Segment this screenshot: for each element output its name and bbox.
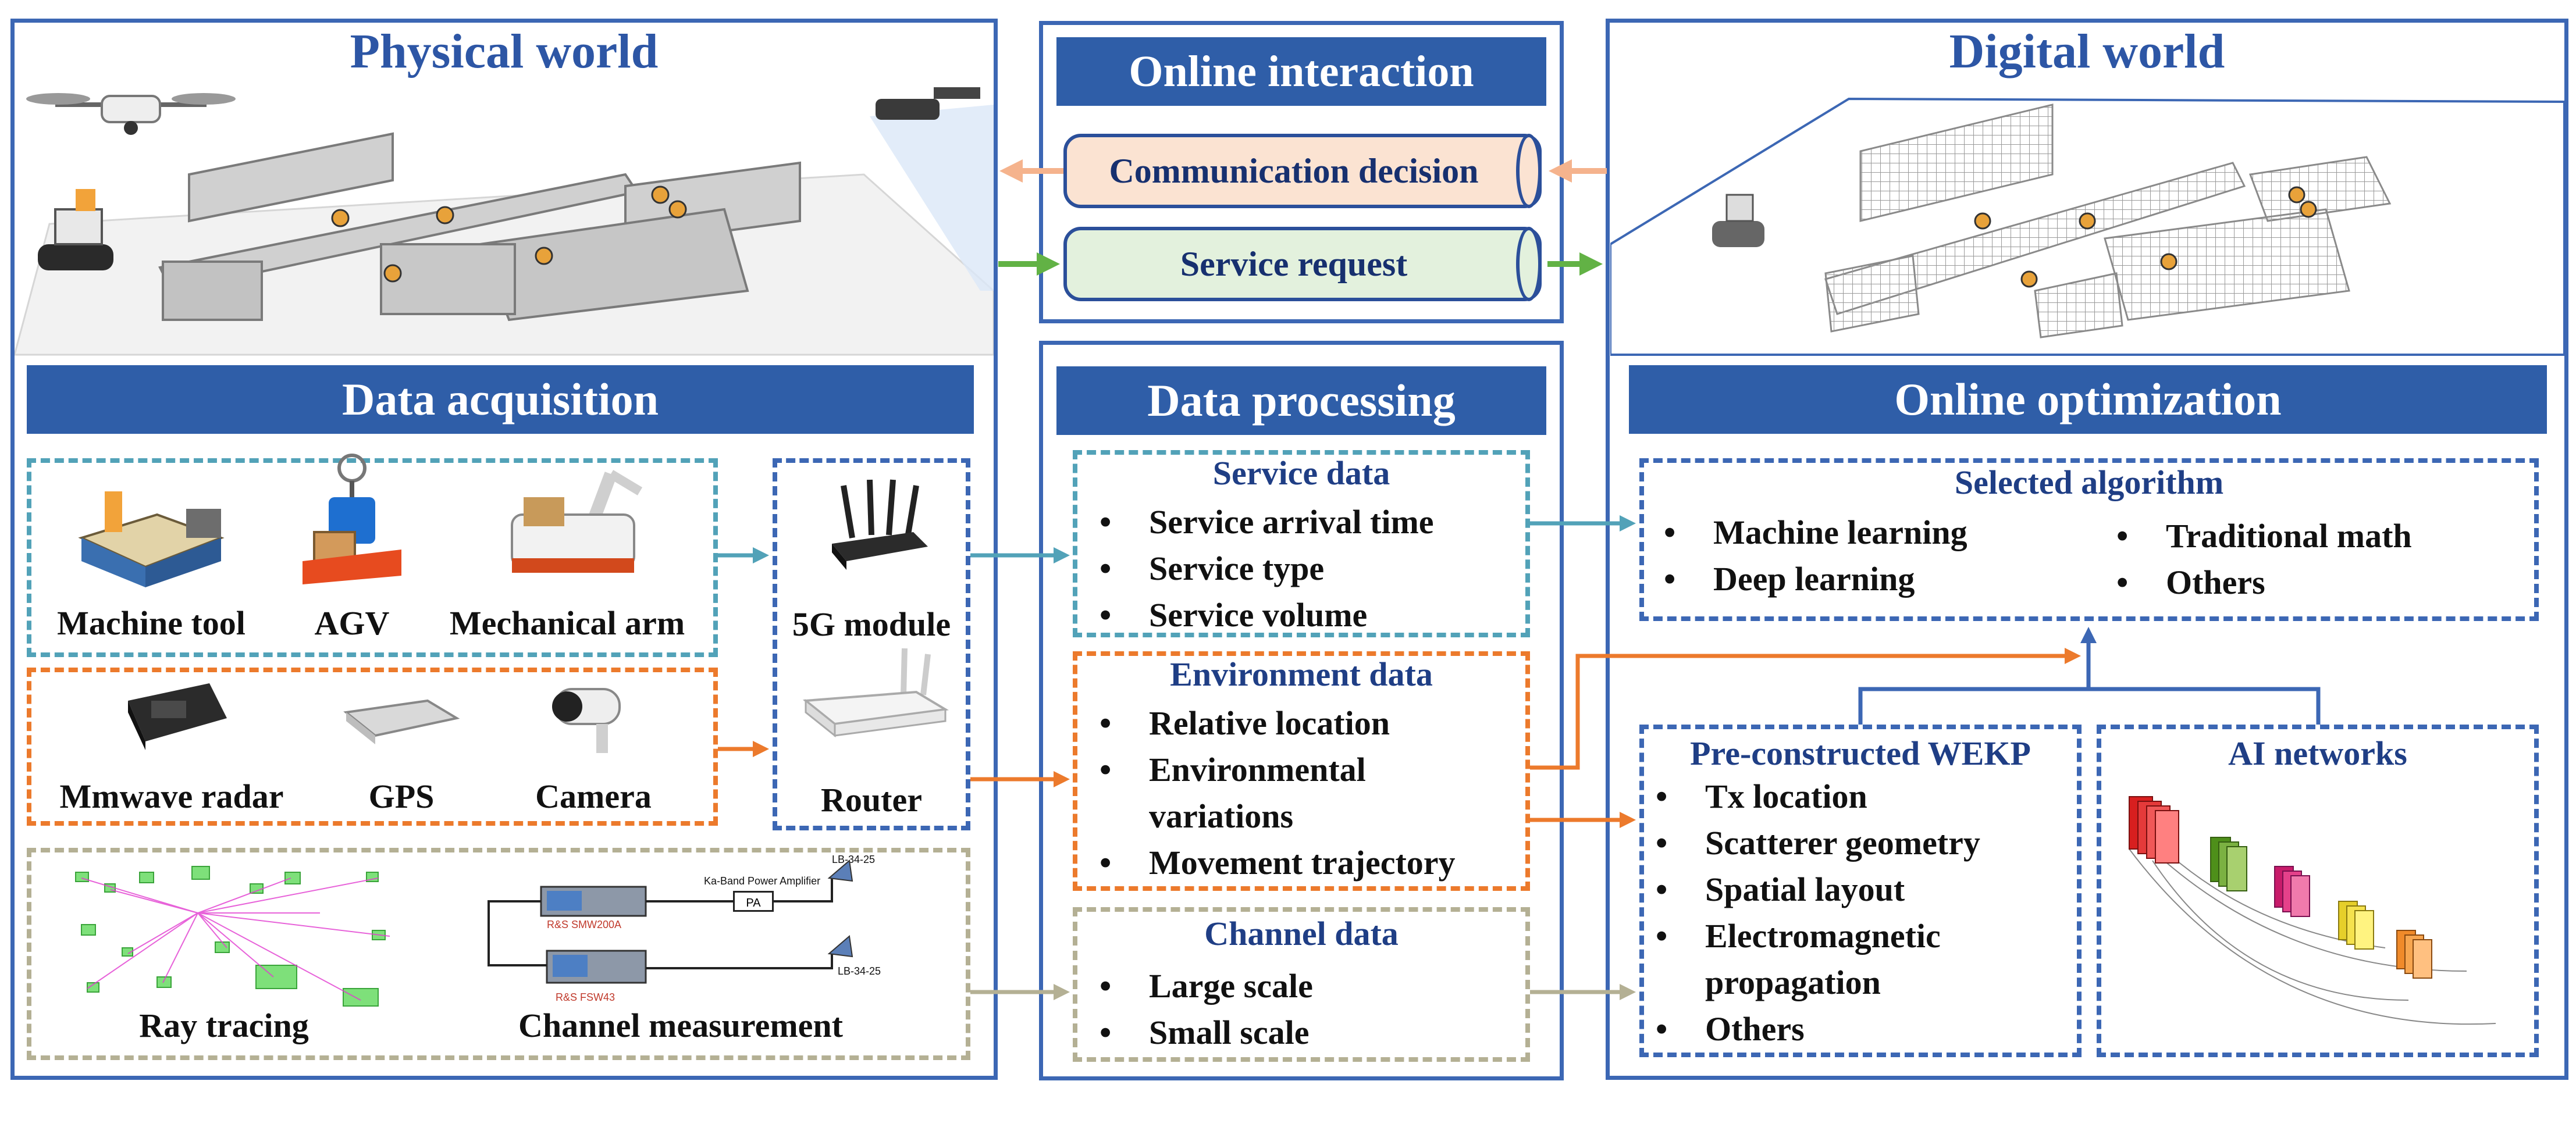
- network-devices-box: [773, 458, 970, 830]
- physical-world-title: Physical world: [350, 24, 659, 79]
- wekp-item: Scatterer geometry: [1644, 820, 2075, 866]
- communication-decision-pipe: Communication decision: [1063, 134, 1542, 208]
- rx-antenna-label: LB-34-25: [838, 965, 881, 977]
- algorithm-item: Machine learning: [1652, 509, 1967, 556]
- channel-data-title: Channel data: [1204, 915, 1399, 953]
- sensor-devices-box: [27, 668, 718, 826]
- service-data-item: Service type: [1088, 545, 1434, 592]
- ray-tracing-plot-icon: [75, 866, 390, 1007]
- service-data-title: Service data: [1212, 454, 1390, 492]
- wekp-item: Spatial layout: [1644, 866, 2075, 913]
- drone-icon: [26, 93, 236, 135]
- security-camera-icon: [552, 688, 621, 753]
- channel-data-box: [1073, 907, 1530, 1062]
- service-data-item: Service arrival time: [1088, 499, 1434, 545]
- wekp-title: Pre-constructed WEKP: [1690, 734, 2031, 772]
- channel-data-list: Large scale Small scale: [1088, 963, 1313, 1056]
- device-label-camera: Camera: [535, 777, 652, 815]
- industrial-devices-box: [27, 458, 718, 657]
- pipe-cap: [1516, 134, 1542, 208]
- environment-data-title: Environment data: [1170, 655, 1433, 693]
- environment-data-list: Relative location Environmental variatio…: [1088, 700, 1507, 886]
- communication-decision-label: Communication decision: [1109, 152, 1479, 190]
- machine-tool-icon: [78, 491, 225, 587]
- algorithm-list-right: Traditional math Others: [2105, 513, 2412, 606]
- signal-generator-label: R&S SMW200A: [547, 919, 622, 930]
- pa-block: PA: [733, 891, 774, 912]
- radar-icon: [128, 683, 227, 750]
- tx-antenna-label: LB-34-25: [832, 854, 876, 865]
- device-label-gps: GPS: [368, 777, 435, 815]
- wekp-item: Electromagnetic propagation: [1644, 913, 2031, 1006]
- router-5g-icon: [832, 479, 928, 570]
- channel-data-item: Large scale: [1088, 963, 1313, 1009]
- wekp-item: Tx location: [1644, 773, 2075, 820]
- environment-data-item: Movement trajectory: [1088, 840, 1507, 886]
- algorithm-item: Traditional math: [2105, 513, 2412, 559]
- online-interaction-title: Online interaction: [1056, 37, 1546, 106]
- camera-icon: [876, 87, 980, 120]
- algorithm-item: Deep learning: [1652, 556, 1967, 602]
- online-optimization-title: Online optimization: [1629, 365, 2547, 434]
- power-amplifier-label: Ka-Band Power Amplifier: [704, 875, 821, 887]
- algorithm-list-left: Machine learning Deep learning: [1652, 509, 1967, 602]
- channel-measurement-setup: [488, 859, 853, 984]
- data-processing-panel: [1039, 341, 1564, 1080]
- selected-algorithm-box: [1639, 458, 2539, 621]
- algorithm-item: Others: [2105, 559, 2412, 606]
- wekp-item: Others: [1644, 1006, 2075, 1053]
- antenna-icon: [827, 859, 853, 882]
- network-label-router: Router: [821, 781, 922, 819]
- service-data-list: Service arrival time Service type Servic…: [1088, 499, 1434, 638]
- ai-networks-box: [2097, 725, 2539, 1057]
- ai-networks-title: AI networks: [2228, 734, 2407, 772]
- mechanical-arm-icon: [511, 470, 643, 573]
- router-icon: [802, 648, 949, 738]
- physical-world-panel: [10, 19, 998, 1080]
- factory-scene: [15, 87, 994, 356]
- digital-world-panel: [1606, 19, 2568, 1080]
- device-label-machine-tool: Machine tool: [57, 604, 245, 642]
- spectrum-analyzer-label: R&S FSW43: [556, 991, 615, 1003]
- channel-data-item: Small scale: [1088, 1009, 1313, 1056]
- factory-line-icon: [158, 132, 801, 322]
- pipe-cap: [1516, 227, 1542, 301]
- data-acquisition-title: Data acquisition: [27, 365, 974, 434]
- device-label-mmwave-radar: Mmwave radar: [59, 777, 284, 815]
- service-data-item: Service volume: [1088, 592, 1434, 638]
- device-label-mechanical-arm: Mechanical arm: [449, 604, 685, 642]
- service-request-label: Service request: [1180, 245, 1408, 283]
- selected-algorithm-title: Selected algorithm: [1954, 463, 2224, 501]
- tool-label-ray-tracing: Ray tracing: [139, 1007, 309, 1044]
- environment-data-item: Environmental variations: [1088, 747, 1440, 840]
- agv-icon: [303, 454, 401, 584]
- gps-icon: [343, 699, 460, 744]
- network-label-5g-module: 5G module: [792, 605, 951, 643]
- neural-network-icon: [2129, 796, 2496, 1025]
- digital-twin-scene: [1610, 97, 2564, 356]
- wekp-list: Tx location Scatterer geometry Spatial l…: [1644, 773, 2075, 1053]
- service-request-pipe: Service request: [1063, 227, 1542, 301]
- wekp-box: [1639, 725, 2082, 1057]
- digital-world-title: Digital world: [1949, 24, 2225, 79]
- environment-data-box: [1073, 651, 1530, 891]
- robot-icon: [38, 189, 113, 270]
- data-processing-title: Data processing: [1056, 366, 1546, 435]
- environment-data-item: Relative location: [1088, 700, 1507, 747]
- tool-label-channel-measurement: Channel measurement: [518, 1007, 843, 1044]
- channel-tools-box: [27, 848, 970, 1060]
- device-label-agv: AGV: [314, 604, 390, 642]
